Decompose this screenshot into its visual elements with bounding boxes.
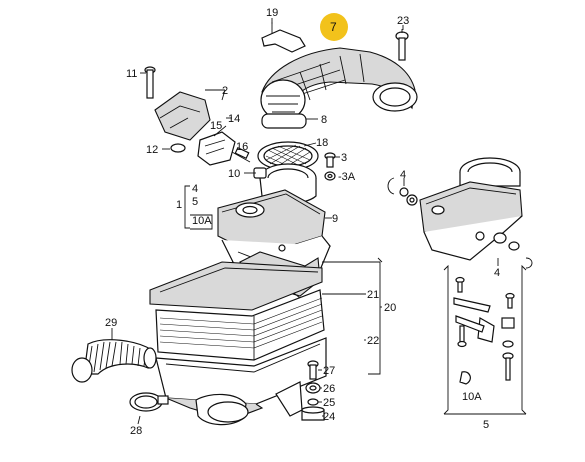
callout-7[interactable]: 7	[330, 20, 337, 34]
callout-5-detail[interactable]: 5	[483, 419, 489, 431]
callout-20[interactable]: 20	[384, 302, 396, 314]
callout-18[interactable]: 18	[316, 137, 328, 149]
filter-screen-part	[257, 141, 319, 171]
callout-16[interactable]: 16	[236, 141, 248, 153]
breather-elbow-part	[261, 22, 306, 53]
callout-5[interactable]: 5	[192, 196, 198, 208]
linkage-detail-part	[443, 264, 527, 415]
highlight-circle	[320, 13, 348, 41]
label-brackets	[190, 214, 213, 230]
throttle-body-assembly-part	[387, 157, 533, 269]
callout-24[interactable]: 24	[323, 411, 335, 423]
sensor-assembly-part	[144, 66, 251, 166]
callout-3[interactable]: 3	[341, 152, 347, 164]
callout-19[interactable]: 19	[266, 7, 278, 19]
callout-2[interactable]: 2	[222, 85, 228, 97]
intake-hose-part	[260, 47, 418, 129]
callout-9[interactable]: 9	[332, 213, 338, 225]
screw-3-part	[324, 152, 336, 181]
callout-10[interactable]: 10	[228, 168, 240, 180]
callout-4[interactable]: 4	[192, 183, 198, 195]
callout-21[interactable]: 21	[367, 289, 379, 301]
pleats	[159, 297, 323, 349]
callout-23[interactable]: 23	[397, 15, 409, 27]
callout-22[interactable]: 22	[367, 335, 379, 347]
callout-27[interactable]: 27	[323, 365, 335, 377]
callout-28[interactable]: 28	[130, 425, 142, 437]
callout-14[interactable]: 14	[228, 113, 240, 125]
callout-10a[interactable]: 10A	[192, 215, 212, 227]
leader-lines	[111, 18, 499, 425]
callout-26[interactable]: 26	[323, 383, 335, 395]
callout-10a-detail[interactable]: 10A	[462, 391, 482, 403]
flex-hose-part	[71, 339, 157, 383]
air-flow-meter-part	[253, 163, 317, 205]
callout-4-right[interactable]: 4	[494, 267, 500, 279]
filter-element-part	[149, 261, 325, 361]
callout-11[interactable]: 11	[126, 68, 137, 80]
hose-clamp-part	[129, 392, 169, 412]
callout-3a[interactable]: -3A	[338, 171, 356, 183]
callout-15[interactable]: 15	[210, 120, 222, 132]
callout-8[interactable]: 8	[321, 114, 327, 126]
callout-12[interactable]: 12	[146, 144, 158, 156]
callout-29[interactable]: 29	[105, 317, 117, 329]
air-cleaner-lower-part	[155, 337, 327, 426]
mount-hardware-part	[301, 360, 325, 421]
callout-4-right-top[interactable]: 4	[400, 169, 406, 181]
bolt-23-part	[395, 29, 409, 61]
callout-25[interactable]: 25	[323, 397, 335, 409]
callout-labels: 7 19 23 11 2 8 14 15 16 12 18 3 -3A 10 4…	[105, 7, 500, 437]
callout-1[interactable]: 1	[176, 199, 182, 211]
